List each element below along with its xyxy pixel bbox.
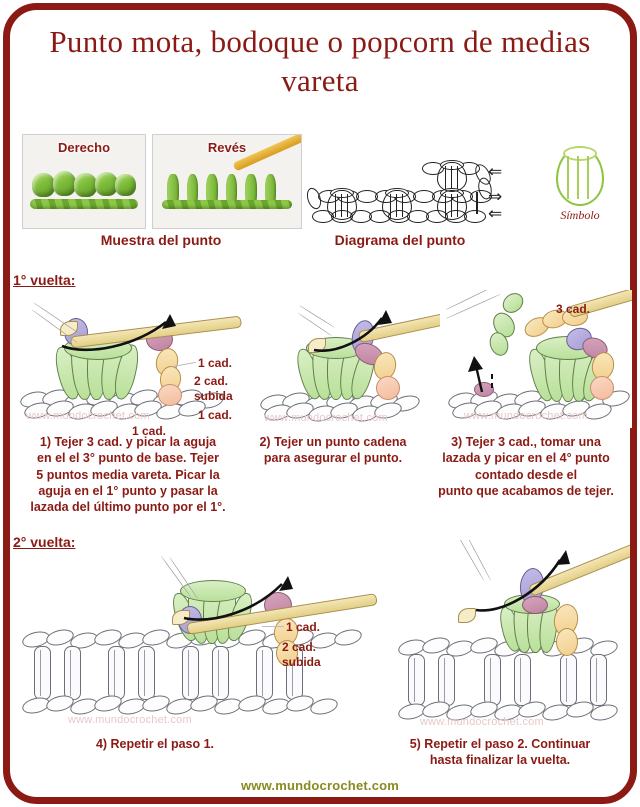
step5-post-2 [438, 654, 455, 706]
yarn-texture-reves [161, 174, 293, 211]
step-3-illustration: www.mundocrochet.com [446, 290, 632, 428]
step1-loop-peach [158, 384, 182, 406]
step1-anno-1cad-under: 1 cad. [132, 424, 167, 438]
step5-hook-tip [458, 608, 476, 623]
step4-post-5 [182, 646, 199, 700]
round-1-heading: 1° vuelta: [13, 272, 76, 288]
step3-insert-point [474, 382, 494, 397]
step5-post-1 [408, 654, 425, 706]
diagram-arrow-row1: ⇐ [488, 204, 503, 224]
popcorn-symbol-icon [556, 146, 604, 206]
symbol-label: Símbolo [560, 208, 600, 222]
diagram-arrow-row2: ⇒ [488, 187, 503, 207]
page-title: Punto mota, bodoque o popcorn de medias … [49, 24, 591, 99]
diagram-popcorn-2 [382, 188, 412, 220]
step1-anno-1cad-top: 1 cad. [198, 356, 233, 370]
step4-anno-2cad-subida: 2 cad. subida [282, 640, 321, 669]
step-5-illustration: www.mundocrochet.com [398, 540, 630, 728]
step2-watermark: www.mundocrochet.com [264, 412, 388, 424]
samples-caption: Muestra del punto [100, 232, 222, 248]
step4-post-6 [212, 646, 229, 700]
yarn-texture-derecho [30, 170, 138, 211]
step-4-caption: 4) Repetir el paso 1. [95, 737, 215, 751]
step5-loop-tan-2 [556, 628, 578, 656]
diagram-caption: Diagrama del punto [334, 232, 466, 248]
step5-loop-mauve [522, 596, 548, 614]
step5-post-5 [560, 654, 577, 706]
step2-direction-arrow [310, 310, 400, 356]
sample-photo-right-side: Derecho [22, 134, 146, 229]
diagram-popcorn-1 [327, 188, 357, 220]
step-1-illustration: www.mundocrochet.com [18, 296, 243, 428]
step4-post-4 [138, 646, 155, 700]
step5-watermark: www.mundocrochet.com [420, 716, 544, 728]
step4-anno-1cad: 1 cad. [286, 620, 321, 634]
step4-direction-arrow [180, 572, 306, 624]
step1-anno-1cad-bottom: 1 cad. [198, 408, 233, 422]
step5-post-3 [484, 654, 501, 706]
step5-post-4 [514, 654, 531, 706]
step-2-illustration: www.mundocrochet.com [258, 296, 440, 428]
step3-anno-3cad: 3 cad. [556, 302, 591, 316]
stitch-diagram: ⇐ ⇒ ⇐ [304, 148, 510, 226]
step1-anno-2cad-subida: 2 cad. subida [194, 374, 233, 403]
step-2-caption: 2) Tejer un punto cadena para asegurar e… [259, 435, 407, 466]
step3-loop-peach [590, 376, 614, 400]
sample-photo-wrong-side: Revés [152, 134, 302, 229]
step4-post-3 [108, 646, 125, 700]
step1-hook-tip [60, 321, 78, 336]
step-5-caption: 5) Repetir el paso 2. Continuar hasta fi… [409, 737, 591, 768]
step5-post-6 [590, 654, 607, 706]
step4-hook-tip [172, 610, 190, 625]
diagram-arrow-row3: ⇐ [488, 162, 503, 182]
step4-loop-tan-2 [276, 640, 298, 666]
photo-label-derecho: Derecho [57, 140, 111, 155]
step2-loop-peach [376, 376, 400, 400]
step4-post-2 [64, 646, 81, 700]
step3-watermark: www.mundocrochet.com [464, 410, 588, 422]
photo-label-reves: Revés [207, 140, 247, 155]
step1-direction-arrow [58, 312, 198, 358]
step4-fabric-bottom-chain [20, 692, 380, 718]
step2-hook-tip [308, 338, 326, 353]
diagram-popcorn-4 [437, 160, 467, 192]
step5-direction-arrow [472, 548, 584, 616]
step4-post-1 [34, 646, 51, 700]
diagram-turning-stem [476, 192, 478, 214]
step4-post-7 [256, 646, 273, 700]
step-3-caption: 3) Tejer 3 cad., tomar una lazada y pica… [438, 435, 614, 498]
step-4-illustration: www.mundocrochet.com [20, 556, 380, 728]
step1-watermark: www.mundocrochet.com [26, 410, 150, 422]
step4-leader-1 [262, 626, 284, 627]
round-2-heading: 2° vuelta: [13, 534, 76, 550]
step4-watermark: www.mundocrochet.com [68, 714, 192, 726]
step3-insert-arrow [466, 352, 506, 394]
step-1-caption: 1) Tejer 3 cad. y picar la aguja en el e… [30, 435, 226, 514]
footer-url[interactable]: www.mundocrochet.com [240, 778, 400, 793]
diagram-popcorn-3 [437, 188, 467, 220]
symbol-block: Símbolo [540, 146, 620, 230]
